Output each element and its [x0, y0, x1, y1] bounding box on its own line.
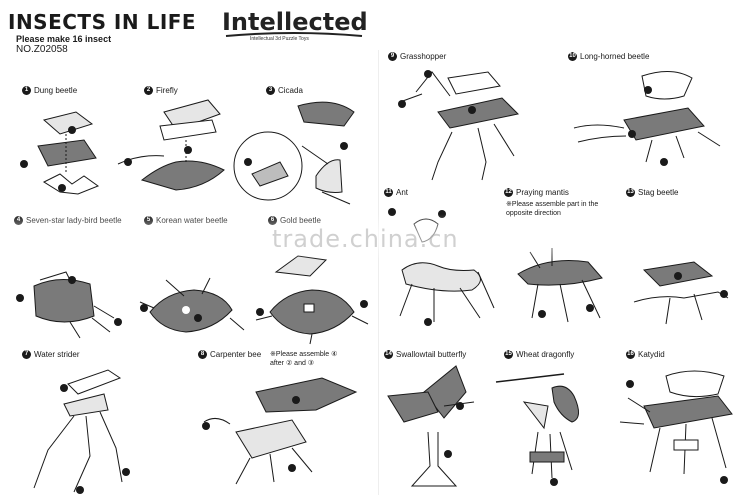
mantis-assembly-note: ※Please assemble part in the opposite di… — [506, 201, 599, 217]
firefly-diagram — [117, 99, 225, 191]
long-horned-beetle-diagram — [573, 71, 721, 166]
cicada-diagram — [233, 101, 355, 205]
watermark-text: trade.china.cn — [272, 225, 459, 253]
ant-diagram — [388, 208, 495, 326]
brand-logo: Intellected Intellectual 3d Puzzle Toys — [222, 8, 368, 46]
sheet-title: INSECTS IN LIFE — [8, 10, 197, 34]
product-number: NO.Z02058 — [16, 44, 68, 55]
katydid-diagram — [619, 370, 733, 484]
column-divider — [378, 50, 379, 495]
carpenter-bee-assembly-note: ※Please assemble ④ after ② and ③ — [270, 351, 338, 367]
gold-beetle-diagram — [255, 255, 369, 345]
praying-mantis-diagram — [517, 248, 603, 323]
lady-bird-beetle-diagram — [16, 271, 122, 339]
brand-logo-text: Intellected — [222, 8, 368, 36]
swallowtail-butterfly-diagram — [387, 365, 475, 487]
sheet-subtitle: Please make 16 insect — [16, 34, 112, 44]
water-strider-diagram — [33, 369, 130, 494]
korean-water-beetle-diagram — [139, 277, 245, 333]
wheat-dragonfly-diagram — [495, 373, 579, 486]
dung-beetle-diagram — [20, 111, 100, 195]
logo-swoosh-icon — [225, 32, 363, 37]
carpenter-bee-diagram — [202, 377, 358, 485]
stag-beetle-diagram — [633, 261, 729, 325]
grasshopper-diagram — [398, 70, 520, 181]
brand-tagline: Intellectual 3d Puzzle Toys — [250, 36, 309, 42]
